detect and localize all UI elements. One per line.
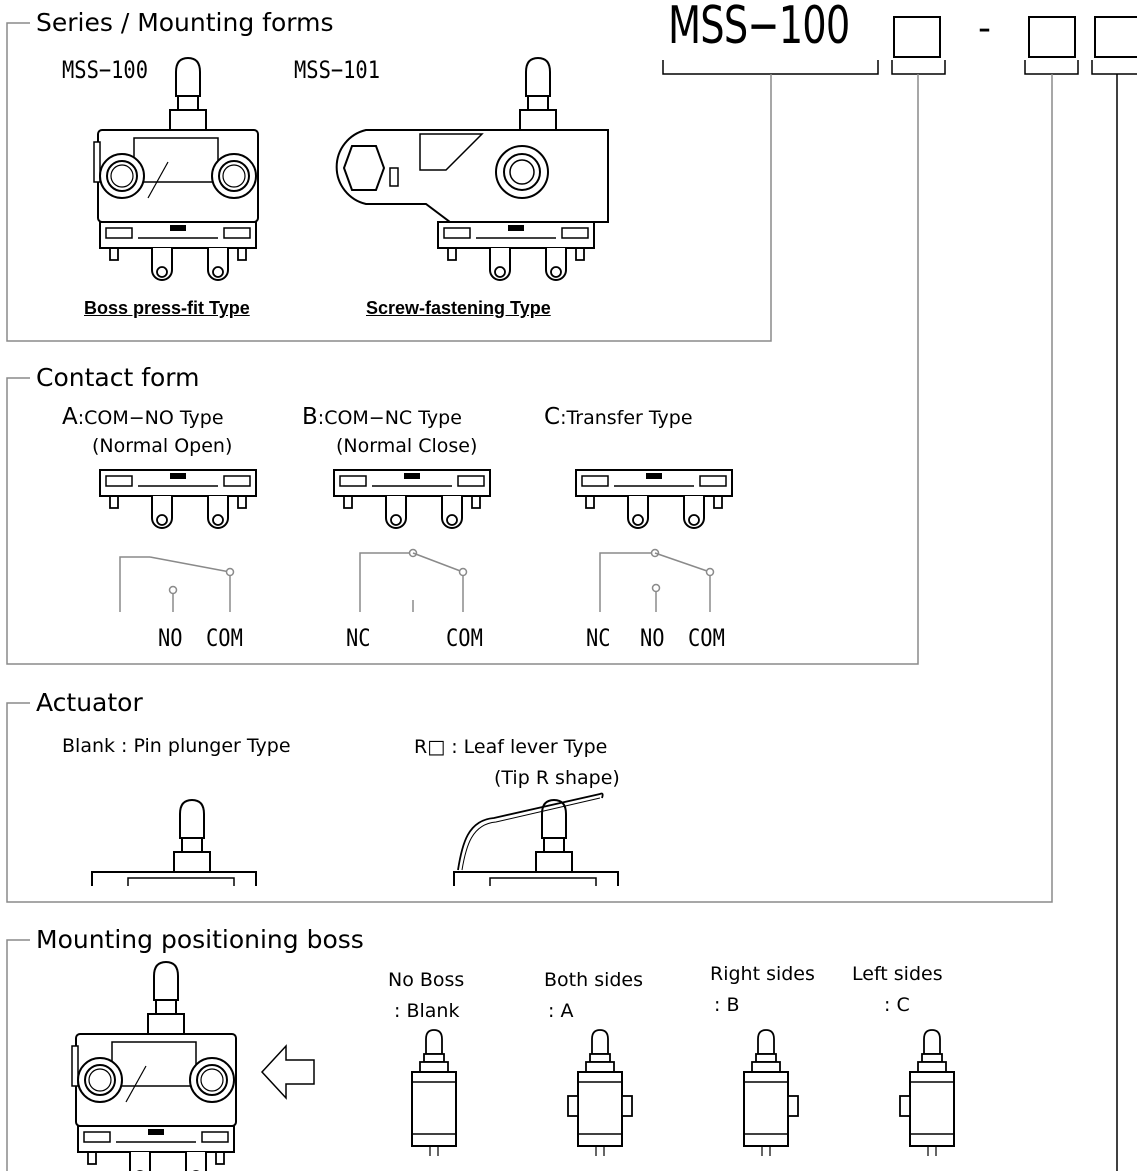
contact-a-sub: (Normal Open): [92, 435, 233, 457]
terminal-c-nc: NC: [586, 624, 611, 652]
boss-press-fit-caption: Boss press-fit Type: [84, 298, 250, 318]
direction-arrow: [260, 1044, 315, 1100]
terminal-a-no: NO: [158, 624, 183, 652]
boss-right-drawing: [743, 1029, 799, 1157]
boss-right-label: Right sides: [710, 963, 815, 985]
series-section-title: Series / Mounting forms: [32, 8, 338, 37]
contact-section-title: Contact form: [32, 363, 204, 392]
schematic-a: [119, 556, 235, 612]
contact-a-heading: A:COM−NO Type: [62, 404, 224, 430]
boss-left-label: Left sides: [852, 963, 943, 985]
boss-both-code: : A: [548, 1000, 574, 1022]
part-number-base: MSS−100: [668, 0, 850, 56]
part-number-dash: -: [978, 8, 991, 49]
actuator-leaf-lever-label: R□ : Leaf lever Type: [414, 736, 608, 758]
model-mss100-label: MSS−100: [62, 56, 148, 84]
contact-a-drawing: [99, 469, 257, 529]
boss-main-drawing: [72, 962, 236, 1171]
boss-code-box: [1094, 16, 1137, 58]
boss-section-title: Mounting positioning boss: [32, 925, 368, 954]
pin-plunger-drawing: [91, 798, 257, 886]
contact-bracket: [891, 60, 946, 75]
boss-none-label: No Boss: [388, 969, 465, 991]
model-mss101-label: MSS−101: [294, 56, 380, 84]
boss-both-drawing: [567, 1029, 633, 1157]
contact-c-drawing: [575, 469, 733, 529]
schematic-b: [359, 548, 468, 612]
terminal-c-no: NO: [640, 624, 665, 652]
actuator-leaf-lever-sub: (Tip R shape): [494, 767, 620, 789]
actuator-pin-plunger-label: Blank : Pin plunger Type: [62, 735, 291, 757]
boss-left-code: : C: [884, 994, 910, 1016]
actuator-section-title: Actuator: [32, 688, 147, 717]
contact-code-box: [893, 16, 941, 58]
contact-b-drawing: [333, 469, 491, 529]
screw-fastening-caption: Screw-fastening Type: [366, 298, 551, 318]
contact-b-sub: (Normal Close): [336, 435, 478, 457]
contact-b-heading: B:COM−NC Type: [302, 404, 462, 430]
terminal-c-com: COM: [688, 624, 725, 652]
contact-c-heading: C:Transfer Type: [544, 404, 693, 430]
terminal-b-com: COM: [446, 624, 483, 652]
actuator-frame: [6, 85, 1053, 903]
actuator-bracket: [1024, 60, 1079, 75]
mss100-drawing: [94, 58, 258, 280]
boss-frame: [6, 939, 30, 1171]
boss-both-label: Both sides: [544, 969, 644, 991]
contact-frame: [6, 85, 919, 665]
leaf-lever-drawing: [453, 792, 619, 886]
boss-none-drawing: [411, 1029, 457, 1157]
boss-left-drawing: [899, 1029, 955, 1157]
boss-none-code: : Blank: [394, 1000, 460, 1022]
series-frame: [6, 22, 772, 342]
schematic-c: [599, 548, 715, 612]
terminal-a-com: COM: [206, 624, 243, 652]
series-bracket: [662, 60, 879, 75]
terminal-b-nc: NC: [346, 624, 371, 652]
mss101-drawing: [335, 56, 609, 281]
boss-bracket: [1091, 60, 1137, 75]
boss-right-code: : B: [714, 994, 740, 1016]
actuator-code-box: [1028, 16, 1076, 58]
